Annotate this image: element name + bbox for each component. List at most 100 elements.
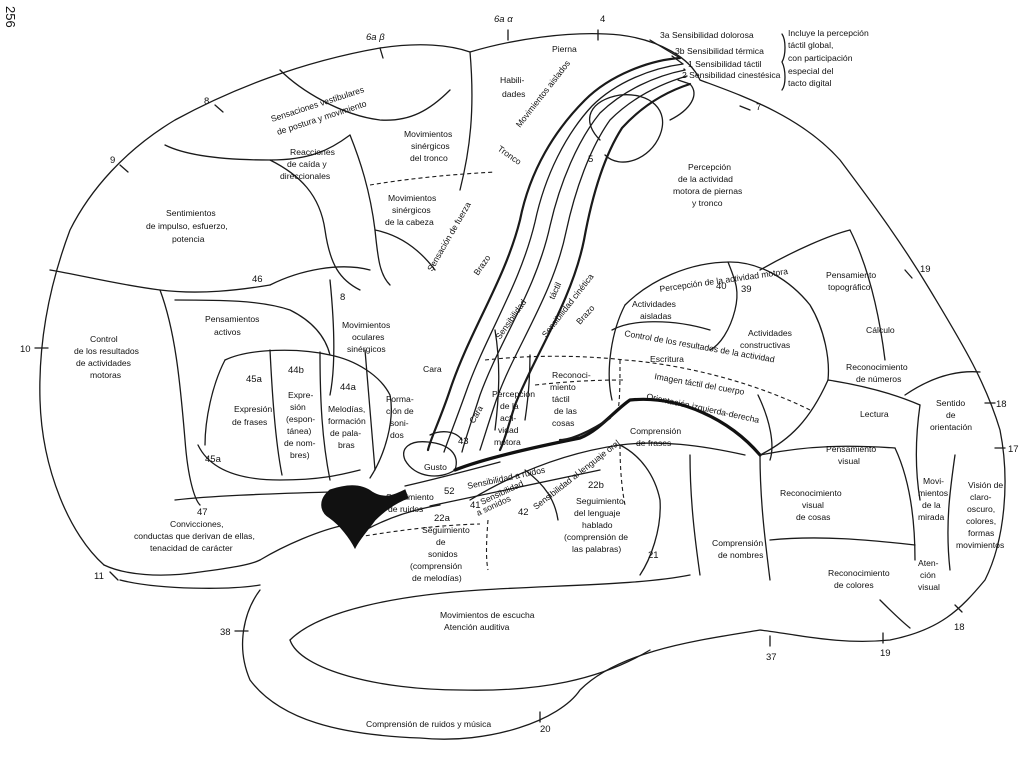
label-mov-mirada-1: Movi- [923,476,944,486]
num-39: 39 [741,284,752,295]
legend-1: 1 Sensibilidad táctil [688,59,762,69]
label-comprension-nombres-1: Comprensión [712,538,763,548]
label-mov-oculares-1: Movimientos [342,320,390,330]
label-mov-tronco-2: sinérgicos [411,141,450,151]
legend-note-5: tacto digital [788,78,832,88]
label-vision-3: oscuro, [967,504,995,514]
legend-3b: 3b Sensibilidad térmica [675,46,764,56]
label-cara-1: Cara [423,364,442,374]
page-number: 256 [3,6,18,28]
legend-note-4: especial del [788,66,833,76]
label-lectura: Lectura [860,409,889,419]
label-melodias-1: Melodías, [328,404,365,414]
label-comprension-nombres-2: de nombres [718,550,763,560]
label-brazo-2: Brazo [574,303,597,327]
legend-3a: 3a Sensibilidad dolorosa [660,30,754,40]
label-reconoc-colores-2: de colores [834,580,874,590]
label-convicciones-3: tenacidad de carácter [150,543,233,553]
temporal-lower-fold [289,639,651,691]
num-21: 21 [648,550,659,561]
label-pens-topografico-1: Pensamiento [826,270,876,280]
num-19-bottom: 19 [880,648,891,659]
num-6a-beta: 6a β [366,32,385,43]
legend-note-1: Incluye la percepción [788,28,869,38]
label-reconoc-visual-3: de cosas [796,512,830,522]
num-47: 47 [197,507,208,518]
num-38: 38 [220,627,231,638]
label-percepcion-cara-5: motora [494,437,521,447]
label-mov-oculares-2: oculares [352,332,384,342]
label-mov-escucha-1: Movimientos de escucha [440,610,535,620]
label-mov-cabeza-1: Movimientos [388,193,436,203]
label-sentimientos-3: potencia [172,234,205,244]
label-vision-1: Visión de [968,480,1003,490]
label-calculo: Cálculo [866,325,895,335]
label-sentido-orientacion-2: de [946,410,956,420]
label-mov-cabeza-2: sinérgicos [392,205,431,215]
label-tronco: Tronco [496,143,524,166]
label-control-1: Control [90,334,118,344]
label-reconoc-tactil-2: miento [550,382,576,392]
num-10: 10 [20,344,31,355]
num-4: 4 [600,14,605,25]
label-habilidades-2: dades [502,89,525,99]
label-formacion-3: soni- [390,418,409,428]
label-reconoc-tactil-4: de las [554,406,577,416]
label-seg-sonidos-1: Seguimiento [422,525,470,535]
label-expresion-frases-1: Expresión [234,404,272,414]
num-19-top: 19 [920,264,931,275]
label-gusto: Gusto [424,462,447,472]
label-reconoc-visual-1: Reconocimiento [780,488,842,498]
label-vision-5: formas [968,528,994,538]
label-percepcion-cara-2: de la [500,401,519,411]
label-imagen-tactil: Imagen táctil del cuerpo [654,371,746,397]
label-reconoc-tactil-1: Reconoci- [552,370,591,380]
brain-outline [39,33,1006,740]
label-percepcion-act-4: y tronco [692,198,723,208]
label-melodias-4: bras [338,440,355,450]
label-reacciones-1: Reacciones [290,147,335,157]
label-seg-lenguaje-1: Seguimiento [576,496,624,506]
area-numbers: 4 6a α 6a β 8 9 10 11 38 20 37 19 19 18 … [20,14,1019,735]
label-reconoc-tactil-5: cosas [552,418,574,428]
label-atencion-visual-1: Aten- [918,558,939,568]
label-mov-escucha-2: Atención auditiva [444,622,510,632]
inner-lower-outline [119,579,261,589]
label-vision-6: movimientos [956,540,1004,550]
num-18-bottom: 18 [954,622,965,633]
num-44a: 44a [340,382,357,393]
legend-note-3: con participación [788,53,853,63]
temporal-inner-fold [289,574,691,641]
num-43: 43 [458,436,469,447]
label-sensacion-fuerza: Sensación de fuerza [425,200,473,273]
num-41: 41 [470,500,481,511]
label-control-3: de actividades [76,358,131,368]
lower-outline [103,559,261,576]
label-percepcion-act-1: Percepción [688,162,731,172]
tick-marks [34,29,1006,723]
label-reconoc-numeros-1: Reconocimiento [846,362,908,372]
label-sensibilidad-tactil: Sensibilidad [493,297,528,341]
label-habilidades-1: Habili- [500,75,524,85]
label-reconoc-tactil-3: táctil [552,394,570,404]
label-seg-ruidos-2: de ruidos [388,504,423,514]
label-pens-visual-1: Pensamiento [826,444,876,454]
label-pens-visual-2: visual [838,456,860,466]
label-percepcion-cara-4: vidad [498,425,519,435]
label-seg-sonidos-5: de melodías) [412,573,462,583]
label-vision-4: colores, [966,516,996,526]
num-5: 5 [588,154,593,165]
label-expresion-2: sión [290,402,306,412]
label-vision-2: claro- [970,492,992,502]
label-expresion-6: bres) [290,450,310,460]
num-17: 17 [1008,444,1019,455]
label-mov-mirada-3: de la [922,500,941,510]
label-percepcion-cara-1: Percepción [492,389,535,399]
label-act-aisladas-1: Actividades [632,299,676,309]
label-formacion-1: Forma- [386,394,414,404]
label-expresion-5: de nom- [284,438,316,448]
label-act-constructivas-1: Actividades [748,328,792,338]
label-mov-mirada-4: mirada [918,512,944,522]
legend-note-2: táctil global, [788,40,833,50]
label-mov-tronco-3: del tronco [410,153,448,163]
